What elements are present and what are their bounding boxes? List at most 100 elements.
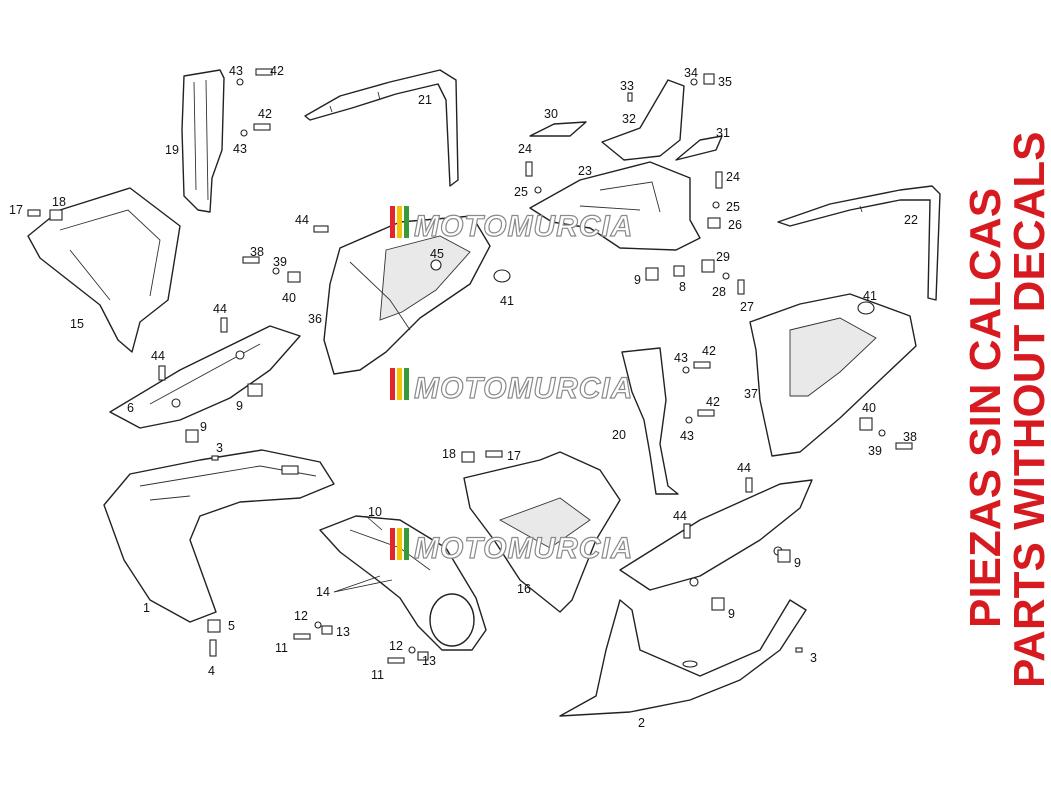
label-43: 43 [674, 351, 688, 365]
part-6-side-panel [109, 325, 301, 429]
part-2-rear-fairing [559, 599, 807, 717]
label-41: 41 [863, 289, 877, 303]
watermark-text-3: MOTOMURCIA [414, 532, 633, 565]
label-34: 34 [684, 66, 698, 80]
label-35: 35 [718, 75, 732, 89]
label-4: 4 [208, 664, 215, 678]
label-40: 40 [282, 291, 296, 305]
watermark-3: MOTOMURCIA [390, 528, 633, 566]
part-19-upright-panel [181, 69, 225, 213]
label-26: 26 [728, 218, 742, 232]
watermark-1: MOTOMURCIA [390, 206, 633, 244]
label-16: 16 [517, 582, 531, 596]
label-8: 8 [679, 280, 686, 294]
label-44: 44 [295, 213, 309, 227]
label-3: 3 [810, 651, 817, 665]
label-12: 12 [389, 639, 403, 653]
label-43: 43 [680, 429, 694, 443]
part-30-small-cover [529, 121, 587, 137]
side-text-spanish: PIEZAS SIN CALCAS [961, 188, 1010, 628]
label-39: 39 [868, 444, 882, 458]
part-20-upright-panel [621, 347, 679, 495]
hardware-items [27, 68, 913, 664]
label-44: 44 [213, 302, 227, 316]
watermark-text-1: MOTOMURCIA [414, 210, 633, 243]
label-17: 17 [507, 449, 521, 463]
part-37-right-fairing [749, 293, 917, 457]
label-28: 28 [712, 285, 726, 299]
part-16-center-box [463, 451, 621, 613]
label-13: 13 [422, 654, 436, 668]
label-44: 44 [737, 461, 751, 475]
part-number-labels: 43 42 42 43 19 21 17 18 15 44 38 39 40 4… [9, 64, 918, 730]
watermark-2: MOTOMURCIA [390, 368, 633, 406]
label-3: 3 [216, 441, 223, 455]
label-38: 38 [250, 245, 264, 259]
label-21: 21 [418, 93, 432, 107]
label-43: 43 [233, 142, 247, 156]
label-39: 39 [273, 255, 287, 269]
label-41: 41 [500, 294, 514, 308]
label-20: 20 [612, 428, 626, 442]
watermark-text-2: MOTOMURCIA [414, 372, 633, 405]
side-text: PIEZAS SIN CALCAS PARTS WITHOUT DECALS [961, 132, 1051, 689]
label-11: 11 [371, 668, 384, 682]
label-25: 25 [514, 185, 528, 199]
label-10: 10 [368, 505, 382, 519]
label-18: 18 [442, 447, 456, 461]
label-24: 24 [726, 170, 740, 184]
label-1: 1 [143, 601, 150, 615]
label-9: 9 [794, 556, 801, 570]
label-27: 27 [740, 300, 754, 314]
label-18: 18 [52, 195, 66, 209]
label-2: 2 [638, 716, 645, 730]
label-5: 5 [228, 619, 235, 633]
label-37: 37 [744, 387, 758, 401]
label-23: 23 [578, 164, 592, 178]
part-31-small-cover [675, 135, 723, 161]
label-24: 24 [518, 142, 532, 156]
label-25: 25 [726, 200, 740, 214]
label-12: 12 [294, 609, 308, 623]
label-36: 36 [308, 312, 322, 326]
label-11: 11 [275, 641, 288, 655]
label-15: 15 [70, 317, 84, 331]
label-30: 30 [544, 107, 558, 121]
leader-lines [333, 515, 393, 593]
part-10-center-fairing [319, 515, 487, 651]
label-9: 9 [200, 420, 207, 434]
watermark: MOTOMURCIA MOTOMURCIA MOTOMURCIA [390, 206, 633, 566]
label-9: 9 [236, 399, 243, 413]
label-13: 13 [336, 625, 350, 639]
label-19: 19 [165, 143, 179, 157]
label-29: 29 [716, 250, 730, 264]
part-1-front-fairing [103, 449, 335, 623]
label-9: 9 [728, 607, 735, 621]
part-22-upper-rail [777, 185, 941, 301]
label-31: 31 [716, 126, 730, 140]
label-14: 14 [316, 585, 330, 599]
label-22: 22 [904, 213, 918, 227]
label-45: 45 [430, 247, 444, 261]
label-32: 32 [622, 112, 636, 126]
label-33: 33 [620, 79, 634, 93]
label-38: 38 [903, 430, 917, 444]
label-9: 9 [634, 273, 641, 287]
label-6: 6 [127, 401, 134, 415]
part-23-tail-section [529, 161, 701, 251]
part-right-side-panel [619, 479, 813, 591]
label-42: 42 [258, 107, 272, 121]
label-17: 17 [9, 203, 23, 217]
label-42: 42 [270, 64, 284, 78]
label-44: 44 [151, 349, 165, 363]
part-21-upper-rail [304, 69, 459, 187]
label-43: 43 [229, 64, 243, 78]
label-40: 40 [862, 401, 876, 415]
part-36-left-fairing [323, 215, 491, 375]
label-42: 42 [706, 395, 720, 409]
side-text-english: PARTS WITHOUT DECALS [1005, 132, 1051, 689]
label-42: 42 [702, 344, 716, 358]
part-32-seat-cowl [601, 79, 685, 161]
part-15-side-cover [27, 187, 181, 353]
